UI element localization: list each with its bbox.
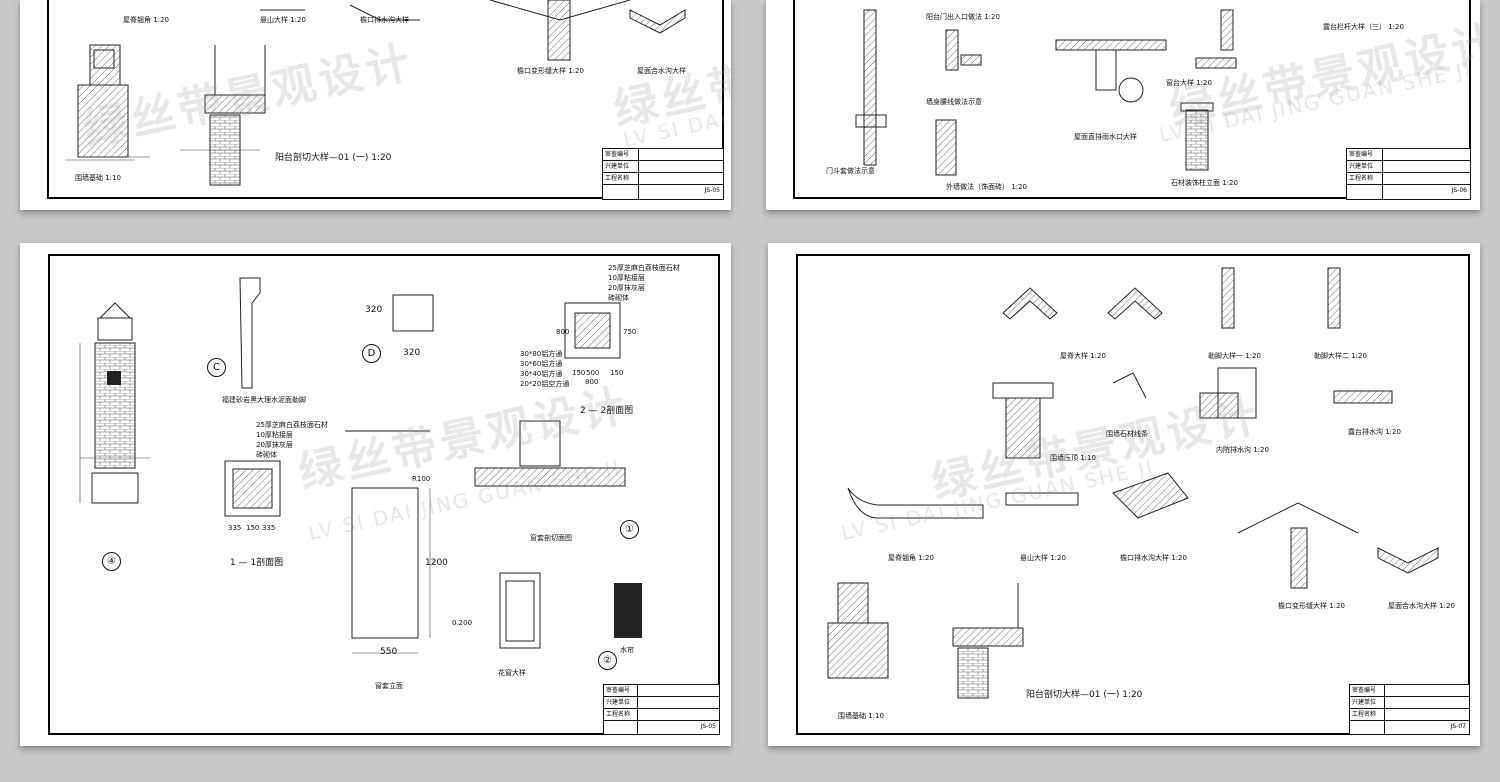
- note-alu4: 20*20铝空方通: [520, 380, 570, 388]
- label-terrace-drain: 露台排水沟 1:20: [1348, 428, 1401, 436]
- label-sec1: 1 — 1剖面图: [230, 558, 284, 568]
- label-footing2: 勒脚大样二 1:20: [1314, 352, 1367, 360]
- label-roof-ridge: 屋脊翘角 1:20: [123, 16, 169, 24]
- note-bond: 10厚粘接层: [608, 274, 645, 282]
- label-balcony: 阳台剖切大样—01 (一) 1:20: [1026, 690, 1143, 700]
- dim-1200: 1200: [425, 558, 448, 568]
- label-ridge: 屋脊大样 1:20: [1060, 352, 1106, 360]
- tb-row: 兴建单位: [1350, 697, 1469, 709]
- label-wall-base: 围墙基础 1:10: [75, 174, 121, 182]
- label-balcony: 阳台剖切大样—01 (一) 1:20: [275, 153, 392, 163]
- title-block-2: 审查编号 兴建单位 工程名称 JS-06: [1346, 148, 1471, 200]
- sheet-4-drawing: [796, 254, 1470, 735]
- label-stone-col: 石材装饰柱立面 1:20: [1171, 179, 1238, 187]
- label-balcony-entry: 阳台门出入口做法 1:20: [926, 13, 1000, 21]
- tb-row: 兴建单位: [603, 161, 723, 173]
- label-sec2: 2 — 2剖面图: [580, 406, 634, 416]
- note-plaster-2: 20厚抹灰层: [256, 441, 293, 449]
- label-wall-cap: 围墙压顶 1:10: [1050, 454, 1096, 462]
- label-ext-wall: 外墙做法（饰面砖） 1:20: [946, 183, 1027, 191]
- note-stone: 25厚芝麻白荔枝面石材: [608, 264, 680, 272]
- label-rail3: 露台栏杆大样（三） 1:20: [1323, 23, 1404, 31]
- label-eave-var: 檐口变形缝大样 1:20: [1278, 602, 1345, 610]
- tb-sheet-no: JS-06: [1451, 187, 1467, 194]
- callout-c: C: [207, 358, 226, 377]
- dim-750: 750: [623, 328, 637, 336]
- dim-r100: R100: [412, 475, 431, 483]
- tb-row: 兴建单位: [1347, 161, 1470, 173]
- dim-335b: 335: [262, 524, 276, 532]
- note-brick: 砖砌体: [608, 294, 629, 302]
- label-waist-line: 墙身腰线做法示意: [926, 98, 982, 106]
- drawing-sheet-3[interactable]: 绿丝带景观设计 LV SI DAI JING GUAN SHE JI ④ C D…: [20, 243, 731, 746]
- dim-0200: 0.200: [452, 619, 473, 627]
- sheet-2-drawing: [793, 0, 1471, 199]
- callout-2: ②: [598, 651, 617, 670]
- dim-150c: 150: [246, 524, 260, 532]
- drawing-sheet-1[interactable]: 绿丝带景观设计 LV SI DAI JING GUAN SHE JI 绿丝带景观…: [20, 0, 731, 210]
- dim-800b: 800: [585, 378, 599, 386]
- dim-500: 500: [586, 369, 600, 377]
- tb-row: 审查编号: [603, 149, 723, 161]
- label-stone-cap: 福建砂岩黑大理水泥面勒脚: [222, 396, 306, 404]
- dim-335a: 335: [228, 524, 242, 532]
- drawing-sheet-2[interactable]: 绿丝带景观设计 LV SI DAI JING GUAN SHE JI 阳台门出入…: [766, 0, 1480, 210]
- callout-d: D: [362, 344, 381, 363]
- drawing-sheet-4[interactable]: 绿丝带景观设计 LV SI DAI JING GUAN SHE JI 屋脊大样 …: [768, 243, 1480, 746]
- label-window-sill: 窗台大样 1:20: [1166, 79, 1212, 87]
- label-door-frame: 门斗套做法示意: [826, 167, 875, 175]
- label-roof-ridge: 屋脊翘角 1:20: [888, 554, 934, 562]
- note-alu3: 30*40铝方通: [520, 370, 563, 378]
- label-window-detail: 花窗大样: [498, 669, 526, 677]
- tb-row: 工程名称: [1350, 709, 1469, 721]
- label-gable: 悬山大样 1:20: [260, 16, 306, 24]
- tb-sheet-no: JS-05: [704, 187, 720, 194]
- note-bond-2: 10厚粘接层: [256, 431, 293, 439]
- dim-800: 800: [556, 328, 570, 336]
- callout-4: ④: [102, 552, 121, 571]
- title-block-1: 审查编号 兴建单位 工程名称 JS-05: [602, 148, 724, 200]
- tb-row: 审查编号: [1347, 149, 1470, 161]
- tb-row: 工程名称: [603, 173, 723, 185]
- callout-1: ①: [620, 520, 639, 539]
- title-block-4: 审查编号 兴建单位 工程名称 JS-07: [1349, 684, 1470, 735]
- tb-row: 审查编号: [604, 685, 719, 697]
- note-alu1: 30*80铝方通: [520, 350, 563, 358]
- tb-sheet-no: JS-05: [700, 723, 716, 730]
- tb-row: 工程名称: [604, 709, 719, 721]
- label-courtyard-drain: 内院排水沟 1:20: [1216, 446, 1269, 454]
- note-plaster: 20厚抹灰层: [608, 284, 645, 292]
- sheet-1-drawing: [47, 0, 724, 199]
- dim-150b: 150: [610, 369, 624, 377]
- label-window-frame: 窗套立面: [375, 682, 403, 690]
- note-brick-2: 砖砌体: [256, 451, 277, 459]
- tb-row: 兴建单位: [604, 697, 719, 709]
- dim-320-h: 320: [403, 348, 421, 358]
- label-eave-var: 檐口变形缝大样 1:20: [517, 67, 584, 75]
- tb-sheet-no: JS-07: [1450, 723, 1466, 730]
- label-eave-drain: 檐口排水沟大样: [360, 16, 409, 24]
- label-roof-gutter: 屋面合水沟大样 1:20: [1388, 602, 1455, 610]
- sheet-3-drawing: [48, 254, 720, 735]
- label-wall-base: 围墙基础 1:10: [838, 712, 884, 720]
- tb-row: 工程名称: [1347, 173, 1470, 185]
- label-window-plan: 窗套剖切面图: [530, 534, 572, 542]
- tb-row: 审查编号: [1350, 685, 1469, 697]
- note-alu2: 30*60铝方通: [520, 360, 563, 368]
- label-gable: 悬山大样 1:20: [1020, 554, 1066, 562]
- dim-550: 550: [380, 647, 398, 657]
- dim-320-v: 320: [365, 305, 383, 315]
- label-roof-gutter: 屋面合水沟大样: [637, 67, 686, 75]
- dim-150a: 150: [572, 369, 586, 377]
- label-footing1: 勒脚大样一 1:20: [1208, 352, 1261, 360]
- note-stone-2: 25厚芝麻白荔枝面石材: [256, 421, 328, 429]
- label-roof-drain: 屋面直排雨水口大样: [1074, 133, 1137, 141]
- title-block-3: 审查编号 兴建单位 工程名称 JS-05: [603, 684, 720, 735]
- label-eave-drain: 檐口排水沟大样 1:20: [1120, 554, 1187, 562]
- label-water-cap: 水帘: [620, 646, 634, 654]
- label-stone-line: 围墙石材线条: [1106, 430, 1148, 438]
